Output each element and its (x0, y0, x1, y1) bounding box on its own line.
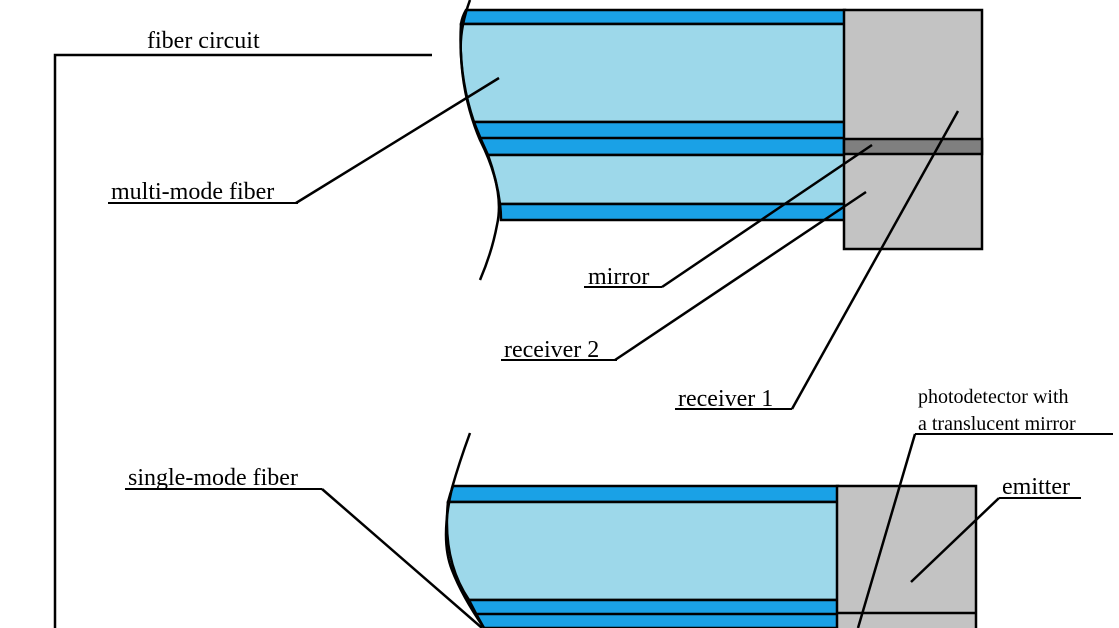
photodetector-label-line1: photodetector with (918, 386, 1069, 408)
receiver-1-leader (790, 110, 960, 410)
fiber-circuit-label: fiber circuit (147, 28, 260, 54)
photodetector-label-line2: a translucent mirror (918, 413, 1076, 435)
multi-mode-fiber-leader (295, 76, 500, 205)
receiver-block (842, 8, 984, 251)
circuit-bracket-line (53, 53, 432, 628)
multi-mode-cladding-bottom (498, 202, 847, 222)
mirror-label: mirror (588, 264, 649, 290)
multi-mode-break-line (459, 0, 501, 281)
multi-mode-fiber-assembly (459, 0, 984, 281)
single-mode-fiber-leader (321, 488, 483, 628)
emitter-leader (910, 497, 1000, 583)
photodetector-leader (856, 433, 917, 628)
single-mode-cladding-top (446, 484, 840, 504)
multi-mode-fiber-label: multi-mode fiber (111, 179, 274, 205)
emitter-label: emitter (1002, 474, 1070, 500)
multi-mode-core-upper (459, 22, 847, 124)
mirror-leader (661, 143, 873, 289)
multi-mode-cladding-top (459, 8, 847, 26)
multi-mode-core-lower (486, 153, 847, 206)
receiver-1-label: receiver 1 (678, 386, 773, 412)
single-mode-core (445, 500, 840, 602)
single-mode-break-line (444, 432, 486, 628)
emitter-block (835, 484, 978, 628)
single-mode-fiber-assembly (444, 432, 978, 628)
mirror-strip (842, 137, 984, 156)
single-mode-fiber-label: single-mode fiber (128, 465, 298, 491)
receiver-2-label: receiver 2 (504, 337, 599, 363)
receiver-2-leader (614, 190, 867, 362)
